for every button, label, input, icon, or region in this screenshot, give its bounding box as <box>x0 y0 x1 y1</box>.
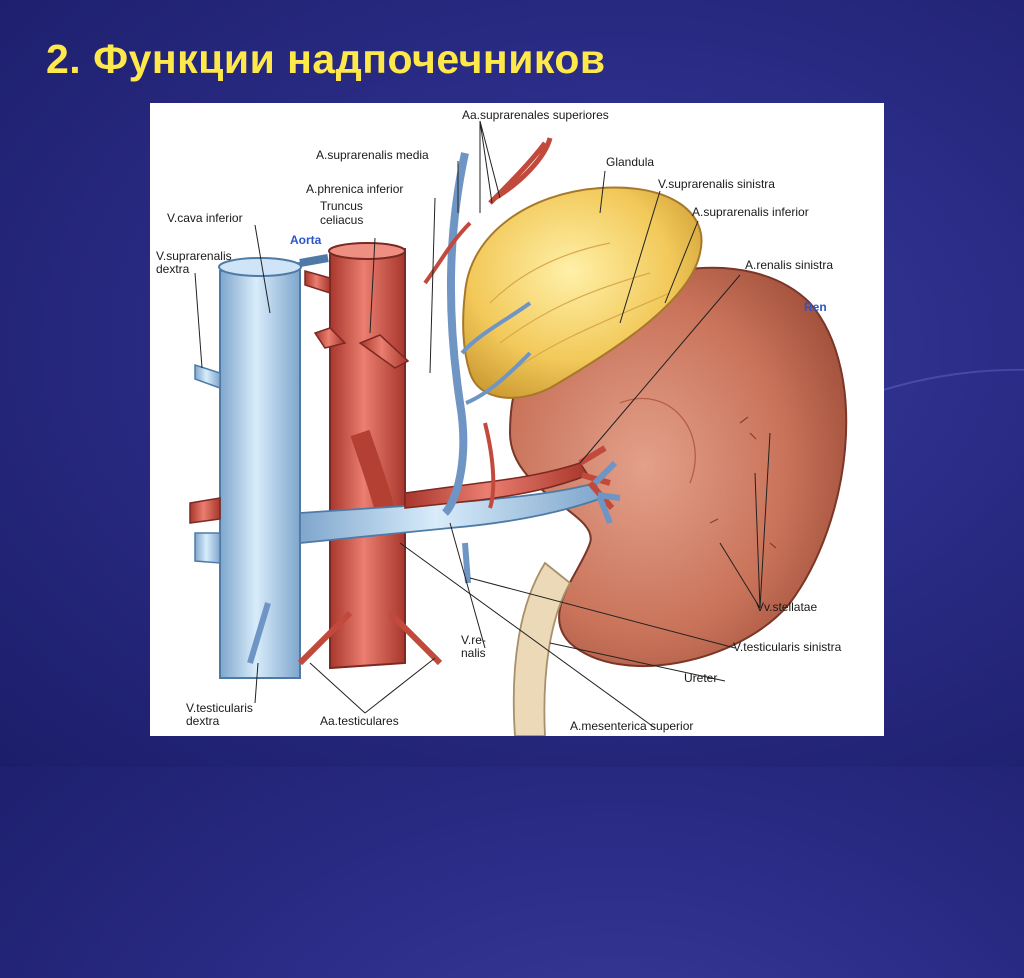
vena-cava-inferior <box>194 254 329 679</box>
label-aa-suprarenales-superiores: Aa.suprarenales superiores <box>462 108 609 122</box>
label-v-suprarenalis-sinistra: V.suprarenalis sinistra <box>658 177 775 191</box>
leader-lines <box>194 120 771 729</box>
label-v-suprarenalis-dextra-line1: V.suprarenalis <box>156 249 232 263</box>
label-a-mesenterica-superior: A.mesenterica superior <box>570 719 694 733</box>
label-v-cava-inferior: V.cava inferior <box>167 211 243 225</box>
label-v-testicularis-sinistra: V.testicularis sinistra <box>733 640 842 654</box>
label-v-renalis-line1: V.re- <box>461 633 486 647</box>
label-aorta: Aorta <box>290 233 322 247</box>
renal-vessels <box>299 445 621 544</box>
label-vv-stellatae: Vv.stellatae <box>756 600 818 614</box>
suprarenal-vessels <box>423 137 553 516</box>
label-v-renalis-line2: nalis <box>461 646 486 660</box>
label-a-suprarenalis-media: A.suprarenalis media <box>316 148 429 162</box>
label-ureter: Ureter <box>684 671 718 685</box>
label-truncus-celiacus-line1: Truncus <box>320 199 363 213</box>
ureter <box>512 561 572 736</box>
label-a-renalis-sinistra: A.renalis sinistra <box>745 258 834 272</box>
slide-title: 2. Функции надпочечников <box>46 36 606 82</box>
label-glandula: Glandula <box>606 155 655 169</box>
label-v-testicularis-dextra-line2: dextra <box>186 714 220 728</box>
adrenal-gland <box>462 186 703 399</box>
label-truncus-celiacus-line2: celiacus <box>320 213 364 227</box>
label-aa-testiculares: Aa.testiculares <box>320 714 399 728</box>
anatomy-figure: Aa.suprarenales superiores A.suprarenali… <box>150 103 884 736</box>
label-ren: Ren <box>804 300 827 314</box>
testicular-vessels <box>247 542 471 666</box>
anatomy-illustration <box>189 120 848 736</box>
label-v-suprarenalis-dextra-line2: dextra <box>156 262 190 276</box>
label-a-suprarenalis-inferior: A.suprarenalis inferior <box>692 205 809 219</box>
label-a-phrenica-inferior: A.phrenica inferior <box>306 182 404 196</box>
label-v-testicularis-dextra-line1: V.testicularis <box>186 701 253 715</box>
